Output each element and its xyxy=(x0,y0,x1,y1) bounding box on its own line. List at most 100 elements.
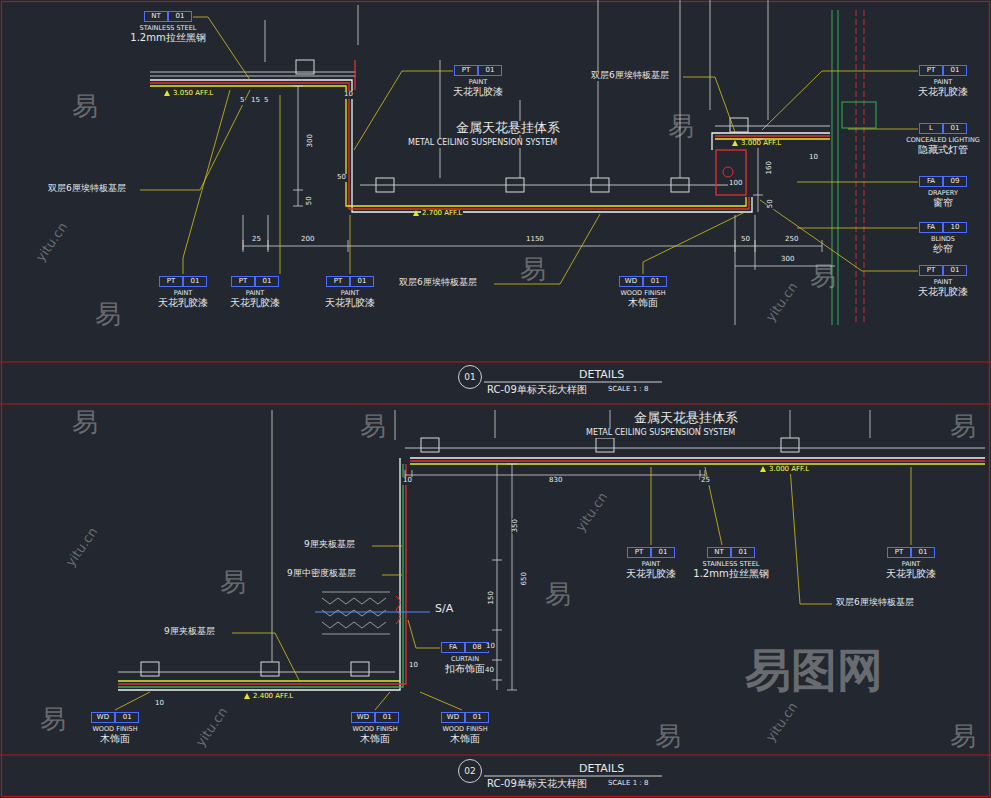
material-tag: PT01PAINT天花乳胶漆 xyxy=(626,547,676,580)
material-name-en: PAINT xyxy=(246,289,265,297)
watermark: 易 xyxy=(950,412,976,441)
dimension: 50 xyxy=(306,195,314,206)
tag-code-row: PT01 xyxy=(919,65,967,76)
tag-code: WD xyxy=(351,712,375,723)
dimension-line xyxy=(293,86,303,87)
material-name-zh: 木饰面 xyxy=(100,733,130,745)
material-note: 双层6厘埃特板基层 xyxy=(590,71,670,81)
detail-title: DETAILS xyxy=(578,369,625,381)
tag-number: 01 xyxy=(465,712,489,723)
tag-number: 01 xyxy=(168,11,192,22)
suspension-clip xyxy=(596,438,614,452)
system-note: 金属天花悬挂体系 xyxy=(455,121,561,135)
material-name-zh: 天花乳胶漆 xyxy=(453,86,503,98)
dimension-line xyxy=(507,690,517,691)
dimension: 1150 xyxy=(525,236,545,244)
dimension: 160 xyxy=(766,160,774,175)
tag-code-row: PT01 xyxy=(919,265,967,276)
material-name-en: PAINT xyxy=(341,289,360,297)
leader-line xyxy=(375,692,390,710)
leader-line xyxy=(115,692,150,710)
suspension-clip xyxy=(781,438,799,452)
dimension: 300 xyxy=(780,256,795,264)
material-name-en: CONCEALED LIGHTING xyxy=(906,136,980,144)
curtain-pleat xyxy=(315,592,430,634)
ceiling-board xyxy=(354,60,355,90)
sheet-frame xyxy=(0,403,991,404)
leader-line xyxy=(140,90,250,190)
detail-title: DETAILS xyxy=(578,763,625,775)
elevation-mark xyxy=(244,693,250,699)
ceiling-board xyxy=(118,464,403,687)
elevation-level: 3.050 AFF.L xyxy=(172,90,214,98)
elevation-mark xyxy=(164,90,170,96)
material-tag: WD01WOOD FINISH木饰面 xyxy=(91,712,139,745)
material-note: 双层6厘埃特板基层 xyxy=(835,598,915,608)
tag-number: 10 xyxy=(943,222,967,233)
leader-line xyxy=(643,212,745,274)
detail-title: RC-09单标天花大样图 xyxy=(486,778,588,789)
curtain-track xyxy=(856,10,857,325)
dimension-line xyxy=(243,215,244,250)
material-name-en: PAINT xyxy=(642,560,661,568)
dimension-line xyxy=(243,86,835,690)
material-name-zh: 扣布饰面 xyxy=(445,663,485,675)
dimension-line xyxy=(753,195,763,196)
dimension: 10 xyxy=(485,643,496,651)
tag-number: 01 xyxy=(911,547,935,558)
tag-code-row: FA09 xyxy=(919,176,967,187)
material-tag: NT01STAINLESS STEEL1.2mm拉丝黑钢 xyxy=(693,547,768,580)
tag-code-row: PT01 xyxy=(627,547,675,558)
dimension: 40 xyxy=(484,667,495,675)
tag-code: FA xyxy=(919,222,943,233)
material-tag: NT01STAINLESS STEEL1.2mm拉丝黑钢 xyxy=(130,11,205,44)
watermark: 易 xyxy=(545,580,571,609)
watermark: 易 xyxy=(95,300,121,329)
suspension-carrier xyxy=(405,448,985,449)
suspension-clip xyxy=(376,178,394,192)
detail-number-circle: 01 xyxy=(458,365,482,389)
tag-code: PT xyxy=(159,276,183,287)
material-note: 双层6厘埃特板基层 xyxy=(398,278,478,288)
dimension: 50 xyxy=(767,198,775,209)
tag-code-row: NT01 xyxy=(707,547,755,558)
dimension-line xyxy=(822,240,823,252)
dimension: 5 xyxy=(263,97,269,105)
leader-line xyxy=(350,215,351,274)
material-tag: FA10BLINDS纱帘 xyxy=(919,222,967,255)
leader-line xyxy=(115,17,918,710)
tag-code: NT xyxy=(144,11,168,22)
dimension: 25 xyxy=(251,236,262,244)
ceiling-board xyxy=(150,86,746,206)
detail-number: 01 xyxy=(464,372,475,382)
dimension: 25 xyxy=(700,477,711,485)
dimension-line xyxy=(497,464,498,690)
tag-code-row: PT01 xyxy=(454,65,502,76)
hanger-rod xyxy=(767,0,768,120)
tag-code: PT xyxy=(326,276,350,287)
tag-code-row: WD01 xyxy=(351,712,399,723)
dimension-line xyxy=(405,475,705,476)
leader-line xyxy=(193,17,250,80)
tag-code: WD xyxy=(619,276,643,287)
tag-code-row: FA10 xyxy=(919,222,967,233)
watermark: yitu.cn xyxy=(574,490,611,534)
leader-line xyxy=(183,90,230,274)
suspension-clip xyxy=(141,662,159,676)
curtain-track xyxy=(864,10,865,325)
material-name-en: STAINLESS STEEL xyxy=(703,560,760,568)
tag-number: 01 xyxy=(375,712,399,723)
hanger-rod xyxy=(439,60,440,178)
suspension-carrier xyxy=(150,76,356,77)
title-underline xyxy=(484,382,662,383)
dimension-line xyxy=(268,215,269,250)
material-note: 9厘夹板基层 xyxy=(163,627,216,637)
detail-title: RC-09单标天花大样图 xyxy=(486,384,588,395)
suspension-carrier xyxy=(118,72,985,672)
tag-code-row: PT01 xyxy=(159,276,207,287)
tag-code: NT xyxy=(707,547,731,558)
elevation-mark xyxy=(164,90,766,699)
dimension: 350 xyxy=(512,518,520,533)
detail-scale: SCALE 1 : 8 xyxy=(607,780,649,788)
elevation-level: 3.000 AFF.L xyxy=(740,140,782,148)
